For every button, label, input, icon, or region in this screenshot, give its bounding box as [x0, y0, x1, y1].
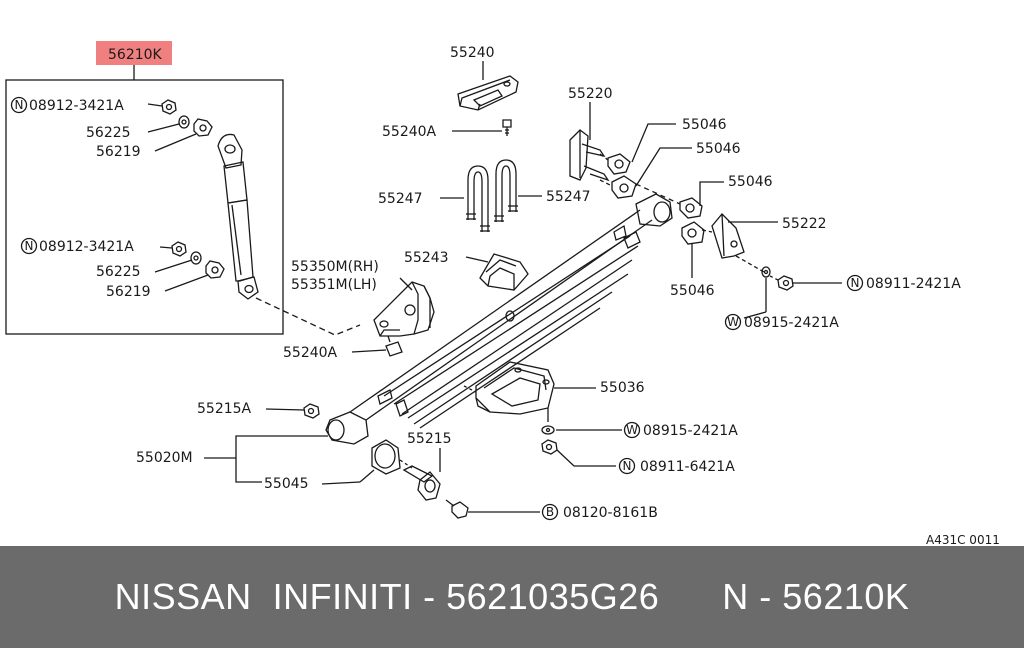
label-washer-lower: 56225	[96, 264, 141, 280]
nut-upper	[161, 99, 177, 115]
spring-seat	[475, 361, 555, 415]
label-bush-4: 55046	[670, 283, 715, 299]
washer-seat	[541, 425, 555, 435]
label-bracket-rh: 55350M(RH)	[291, 259, 379, 275]
n-mark-2	[20, 237, 38, 255]
b-letter-1: B	[546, 505, 554, 519]
label-front-bush: 55045	[264, 476, 309, 492]
washer-lower	[190, 251, 202, 265]
washer-shackle	[761, 266, 771, 278]
label-bush-2: 55046	[696, 141, 741, 157]
bush-1	[607, 153, 631, 175]
label-shock-absorber: 56210K	[108, 47, 163, 63]
bushing-lower	[205, 260, 225, 279]
front-bolt	[402, 465, 441, 501]
n-mark-1	[10, 96, 28, 114]
bump-bolt	[502, 119, 512, 136]
washer-upper	[178, 115, 190, 129]
label-clip: 55243	[404, 250, 449, 266]
shackle-plate	[711, 213, 745, 259]
footer-banner: NISSAN INFINITI - 5621035G26 N - 56210K	[0, 546, 1024, 648]
label-nut-lower: 08912-3421A	[39, 239, 134, 255]
label-bushing-upper: 56219	[96, 144, 141, 160]
label-bolt-pin: 08120-8161B	[563, 505, 658, 521]
nut-shackle	[777, 275, 794, 291]
n-letter-3: N	[851, 276, 860, 290]
u-bolt-right	[494, 159, 518, 222]
label-u-bolt-right: 55247	[546, 189, 591, 205]
label-spring-seat: 55036	[600, 380, 645, 396]
bush-3	[679, 197, 703, 219]
label-nut-seat: 08911-6421A	[640, 459, 735, 475]
shackle	[569, 129, 610, 182]
parts-diagram: 56210K 08912-3421A 56225 56219 08912-342…	[5, 41, 1000, 546]
label-bracket-bolt: 55240A	[283, 345, 338, 361]
label-nut-upper: 08912-3421A	[29, 98, 124, 114]
nut-lower	[171, 241, 187, 257]
bushing-upper	[193, 118, 213, 137]
label-front-bolt: 55215	[407, 431, 452, 447]
label-leaf-spring: 55020M	[136, 450, 193, 466]
bolt-pin	[445, 499, 469, 519]
label-bump-bolt: 55240A	[382, 124, 437, 140]
label-bump-bracket: 55240	[450, 45, 495, 61]
label-shackle: 55220	[568, 86, 613, 102]
w-mark-1	[724, 313, 742, 331]
label-washer-shackle: 08915-2421A	[744, 315, 839, 331]
bump-bracket	[457, 75, 519, 111]
w-mark-2	[623, 421, 641, 439]
label-washer-seat: 08915-2421A	[643, 423, 738, 439]
bush-2	[611, 175, 637, 199]
label-washer-upper: 56225	[86, 125, 131, 141]
highlight-box	[96, 41, 172, 65]
label-front-bolt-a: 55215A	[197, 401, 252, 417]
shock-absorber	[217, 133, 259, 300]
front-bolt-a	[303, 403, 320, 419]
shock-group-frame	[5, 79, 284, 335]
label-nut-shackle: 08911-2421A	[866, 276, 961, 292]
label-bracket-lh: 55351M(LH)	[291, 277, 377, 293]
label-bushing-lower: 56219	[106, 284, 151, 300]
bracket-bolt	[385, 335, 403, 357]
label-bush-3: 55046	[728, 174, 773, 190]
label-shackle-plate: 55222	[782, 216, 827, 232]
w-letter-2: W	[626, 423, 638, 437]
leaf-spring	[325, 193, 673, 445]
footer-text: NISSAN INFINITI - 5621035G26 N - 56210K	[114, 576, 910, 617]
front-bracket	[373, 281, 435, 337]
n-mark-4	[618, 457, 636, 475]
clip	[479, 253, 529, 291]
n-letter-4: N	[623, 459, 632, 473]
w-letter-1: W	[727, 315, 739, 329]
label-u-bolt-left: 55247	[378, 191, 423, 207]
label-diagram-code: A431C 0011	[926, 533, 1000, 546]
bush-4	[681, 221, 705, 245]
front-bush	[371, 439, 401, 475]
u-bolt-left	[466, 165, 490, 232]
n-letter-2: N	[25, 239, 34, 253]
n-letter-1: N	[15, 98, 24, 112]
n-mark-3	[846, 274, 864, 292]
nut-seat	[541, 439, 558, 455]
b-mark-1	[541, 503, 559, 521]
label-bush-1: 55046	[682, 117, 727, 133]
